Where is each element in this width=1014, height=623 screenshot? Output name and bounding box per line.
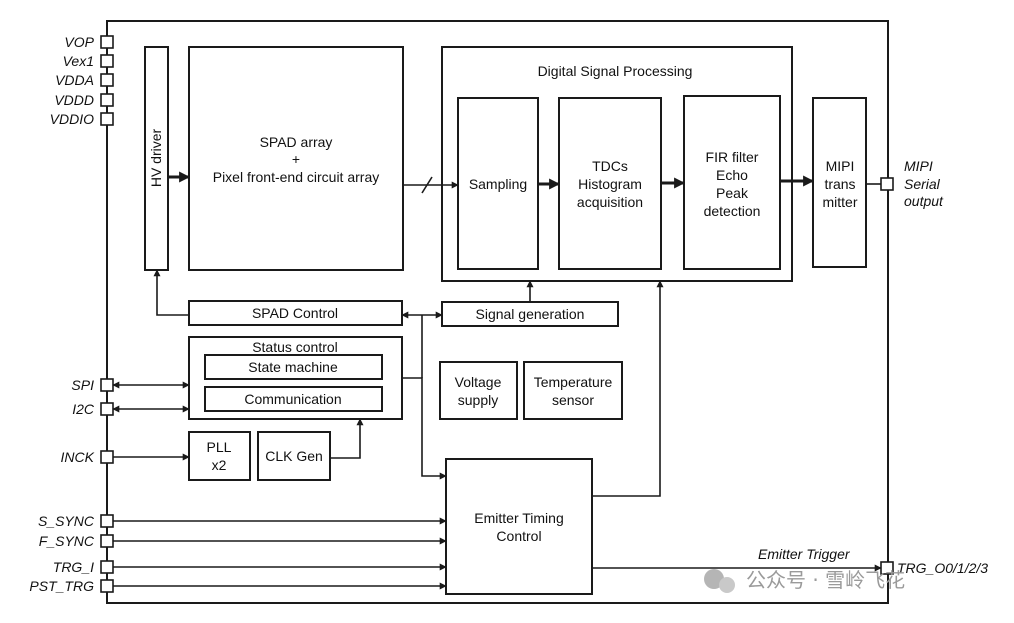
pin-s-sync xyxy=(100,514,114,528)
temperature-sensor-block xyxy=(523,361,623,420)
emitter-label-2: Control xyxy=(496,528,541,544)
emitter-timing-block xyxy=(445,458,593,595)
mipi-tx-label-3: mitter xyxy=(823,194,858,210)
wire-emitter-to-dsp xyxy=(592,280,664,497)
pin-mipi-output xyxy=(880,177,894,191)
pin-label-mipi-1: MIPI xyxy=(904,158,933,174)
clk-gen-label: CLK Gen xyxy=(265,448,323,464)
state-machine-block xyxy=(204,354,383,380)
pin-label-trg-i: TRG_I xyxy=(53,559,94,575)
mipi-transmitter-block xyxy=(812,97,867,268)
sampling-label: Sampling xyxy=(469,176,527,192)
pin-label-i2c: I2C xyxy=(72,401,95,417)
mipi-tx-label-2: trans xyxy=(824,176,855,192)
fir-label-2: Echo xyxy=(716,167,748,183)
spad-control-label: SPAD Control xyxy=(252,305,338,321)
pin-f-sync xyxy=(100,534,114,548)
tdc-label-1: TDCs xyxy=(592,158,628,174)
pin-spi xyxy=(100,378,114,392)
pin-label-trg-o: TRG_O0/1/2/3 xyxy=(897,560,988,576)
pin-vddio xyxy=(100,112,114,126)
wechat-logo-icon-small xyxy=(719,577,735,593)
pin-inck xyxy=(100,450,114,464)
voltage-label-1: Voltage xyxy=(455,374,502,390)
pin-label-inck: INCK xyxy=(61,449,95,465)
watermark: 公众号 · 雪岭飞花 xyxy=(704,568,905,593)
watermark-text: 公众号 · 雪岭飞花 xyxy=(746,568,905,592)
signal-generation-label: Signal generation xyxy=(476,306,585,322)
temp-label-2: sensor xyxy=(552,392,594,408)
tdc-label-3: acquisition xyxy=(577,194,643,210)
wechat-logo-icon xyxy=(704,569,724,589)
spad-array-block xyxy=(188,46,404,271)
pin-label-vdda: VDDA xyxy=(55,72,94,88)
hv-driver-label: HV driver xyxy=(148,128,164,187)
pin-trg-o xyxy=(880,561,894,575)
pin-trg-i xyxy=(100,560,114,574)
pin-vop xyxy=(100,35,114,49)
wire-clkgen-to-status xyxy=(330,418,364,459)
spad-array-label-2: + xyxy=(292,151,300,167)
pin-label-spi: SPI xyxy=(71,377,94,393)
pin-label-pst-trg: PST_TRG xyxy=(29,578,94,594)
clk-gen-block xyxy=(257,431,331,481)
pin-pst-trg xyxy=(100,579,114,593)
spad-array-label-1: SPAD array xyxy=(260,134,333,150)
pin-label-vddd: VDDD xyxy=(54,92,94,108)
dsp-title: Digital Signal Processing xyxy=(538,63,693,79)
communication-label: Communication xyxy=(244,391,341,407)
temp-label-1: Temperature xyxy=(534,374,613,390)
pin-label-mipi-2: Serial xyxy=(904,176,941,192)
pin-label-vddio: VDDIO xyxy=(50,111,94,127)
pll-block xyxy=(188,431,251,481)
spad-control-block xyxy=(188,300,403,326)
fir-label-4: detection xyxy=(704,203,761,219)
wire-spadctrl-to-hv xyxy=(153,269,189,316)
pin-label-vop: VOP xyxy=(64,34,94,50)
voltage-label-2: supply xyxy=(458,392,498,408)
spad-array-label-3: Pixel front-end circuit array xyxy=(213,169,380,185)
wire-status-to-emitter xyxy=(402,377,447,480)
pin-label-s-sync: S_SYNC xyxy=(38,513,95,529)
mipi-tx-label-1: MIPI xyxy=(826,158,855,174)
pin-label-mipi-3: output xyxy=(904,193,944,209)
state-machine-label: State machine xyxy=(248,359,338,375)
pin-vex1 xyxy=(100,54,114,68)
pin-vdda xyxy=(100,73,114,87)
status-control-label: Status control xyxy=(252,339,338,355)
pin-vddd xyxy=(100,93,114,107)
bus-slash xyxy=(421,176,433,194)
fir-label-3: Peak xyxy=(716,185,749,201)
voltage-supply-block xyxy=(439,361,518,420)
emitter-label-1: Emitter Timing xyxy=(474,510,563,526)
communication-block xyxy=(204,386,383,412)
pin-label-f-sync: F_SYNC xyxy=(39,533,95,549)
pll-label-2: x2 xyxy=(212,457,227,473)
emitter-trigger-label: Emitter Trigger xyxy=(758,546,851,562)
power-pins: VOP Vex1 VDDA VDDD VDDIO xyxy=(50,34,114,127)
tdc-label-2: Histogram xyxy=(578,176,642,192)
fir-label-1: FIR filter xyxy=(706,149,759,165)
pin-label-vex1: Vex1 xyxy=(63,53,94,69)
pll-label-1: PLL xyxy=(207,439,232,455)
pin-i2c xyxy=(100,402,114,416)
